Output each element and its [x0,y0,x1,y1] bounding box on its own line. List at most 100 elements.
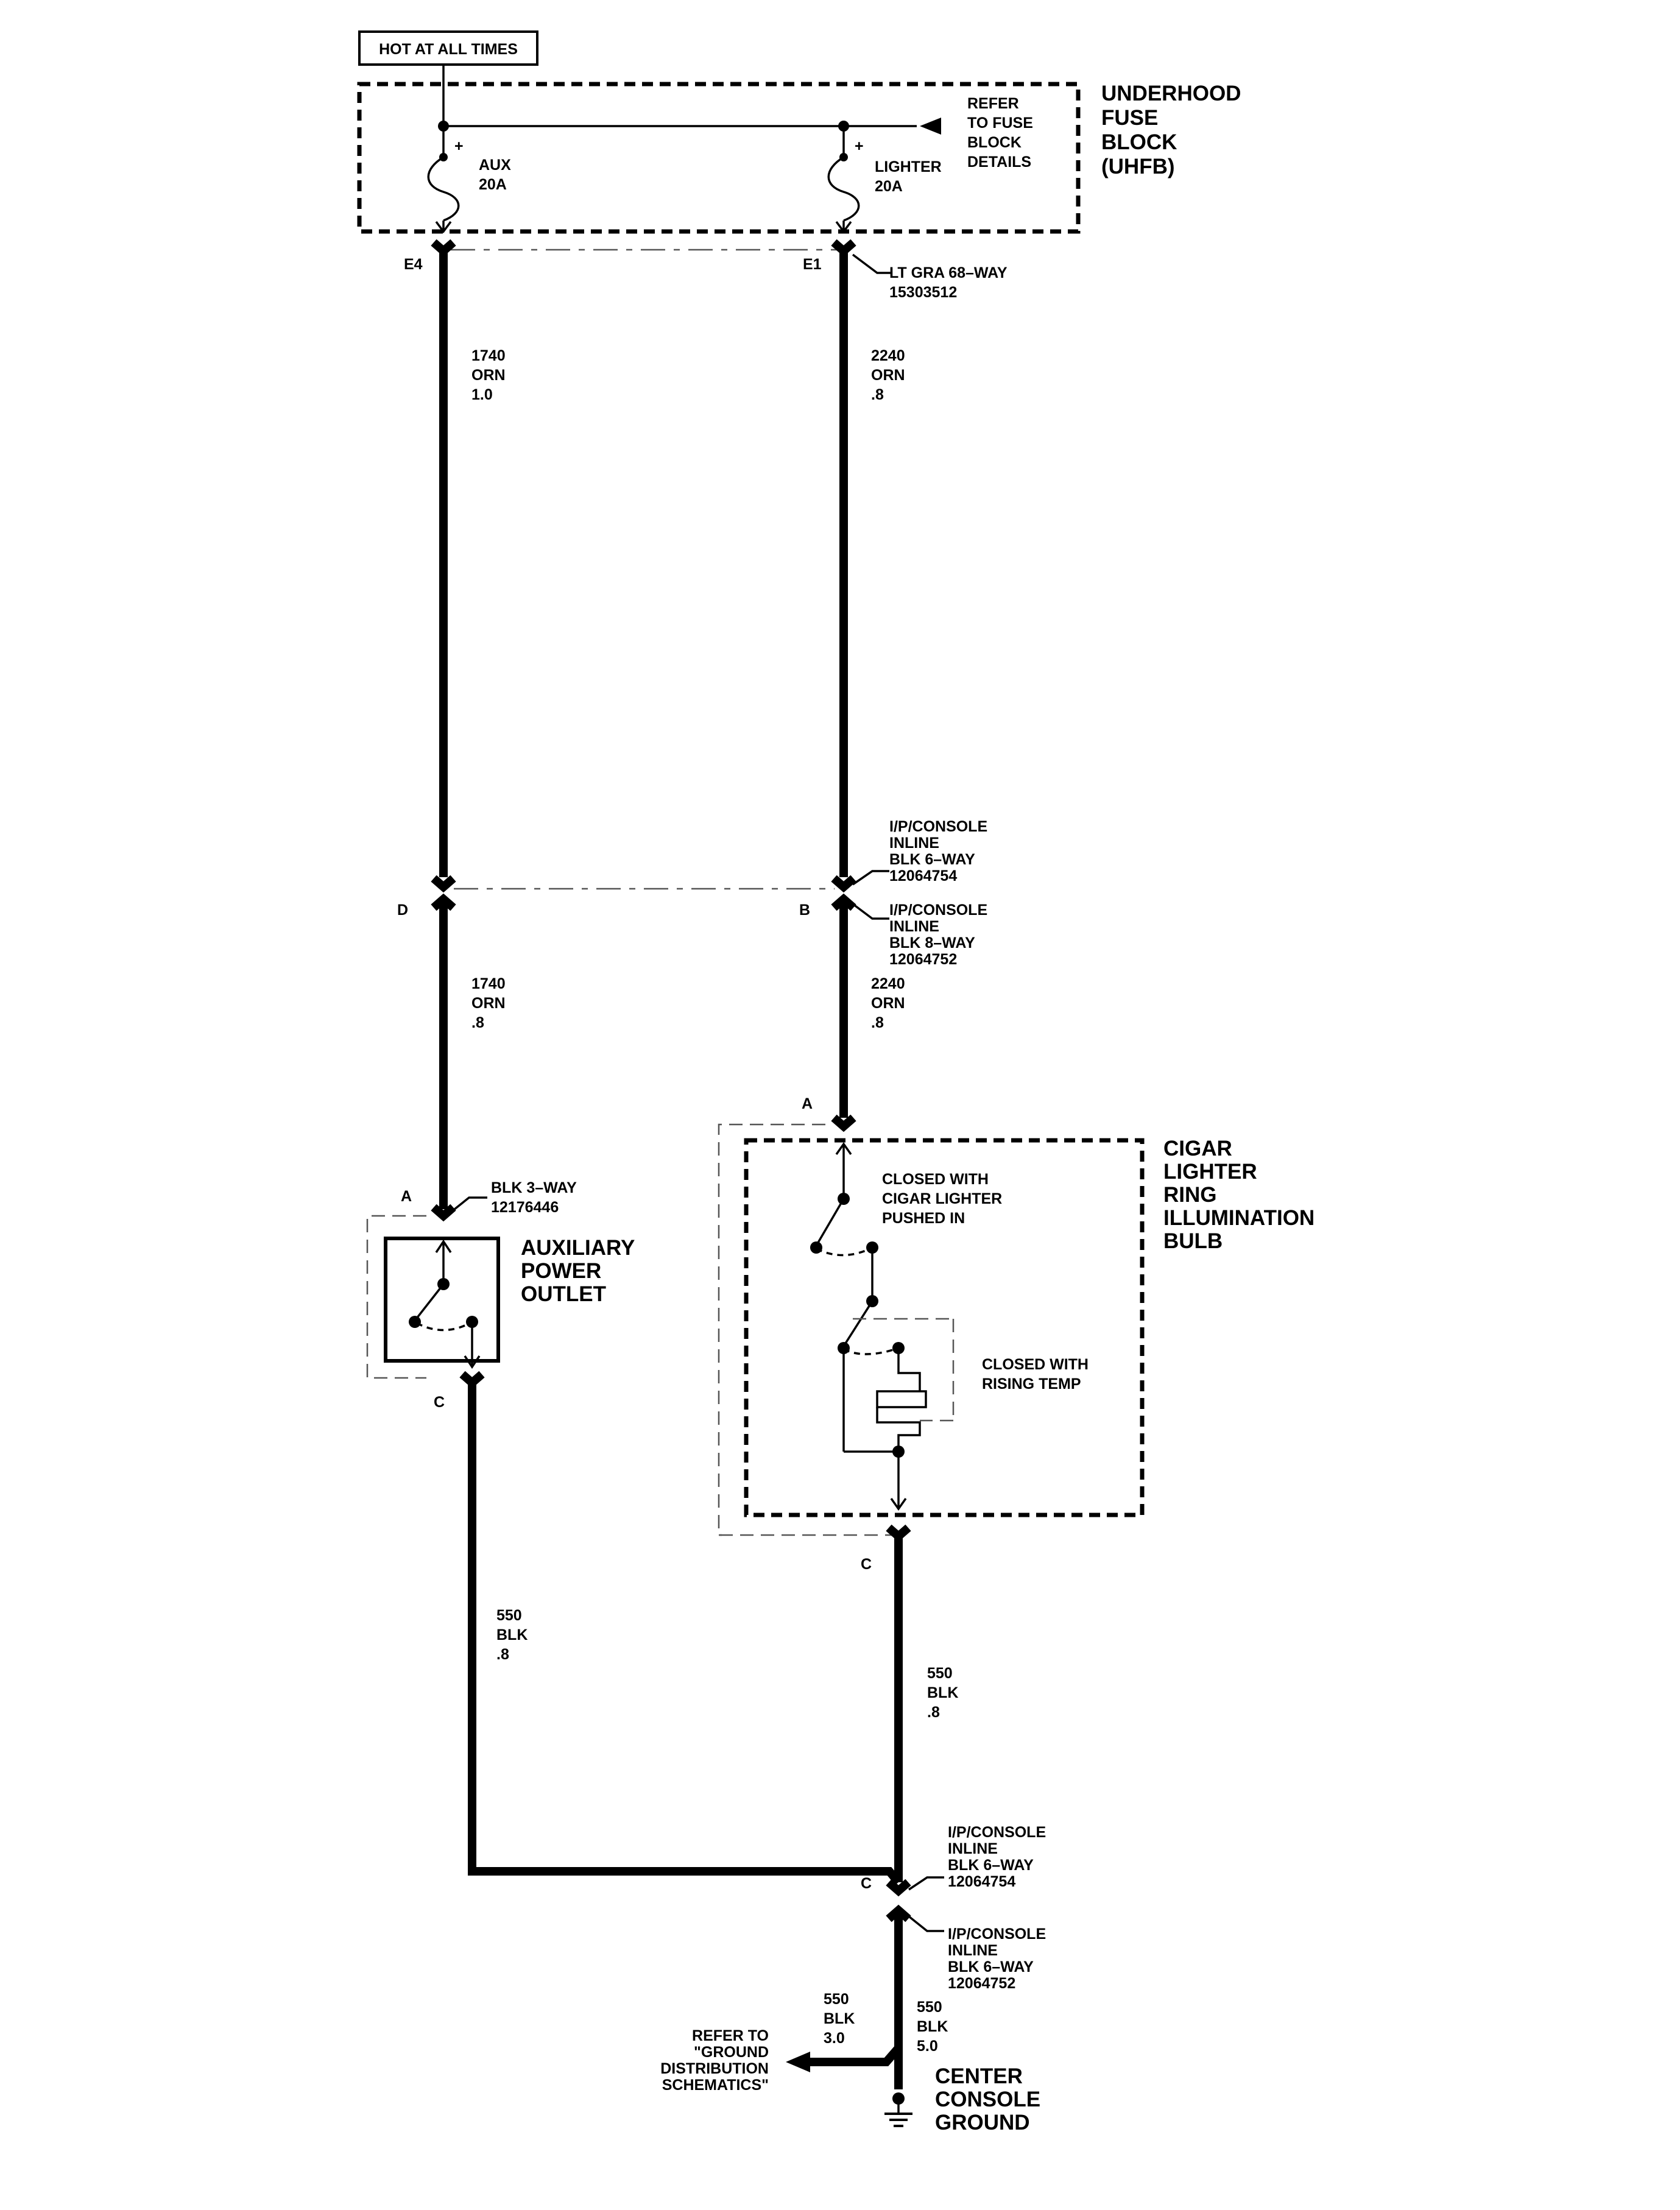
aux-connector-label-1: BLK 3–WAY [491,1179,577,1196]
aux-title-line-3: OUTLET [521,1282,606,1306]
closed-pushed-line-3: PUSHED IN [882,1210,965,1227]
wire-550-branch-circuit: 550 [824,1991,849,2008]
ground-title-line-3: GROUND [935,2111,1030,2134]
ip-upper-8way-label-3: BLK 8–WAY [889,934,975,951]
ground-title: CENTER CONSOLE GROUND [935,2064,1040,2134]
aux-outlet-switch [409,1239,481,1369]
ground-refer-line-1: REFER TO [692,2027,769,2044]
bimetal-element-icon [876,1348,927,1408]
cigar-pin-a: A [802,1095,813,1112]
cigar-title-line-5: BULB [1163,1229,1223,1253]
lighter-fuse-plus: + [855,138,864,155]
uhfb-title-line-1: UNDERHOOD [1101,82,1241,105]
aux-outlet-title: AUXILIARY POWER OUTLET [521,1236,635,1306]
wire-2240-upper-size: .8 [871,386,884,403]
ip-lower-6way-b-label-1: I/P/CONSOLE [948,1926,1046,1943]
wire-550-left [468,1383,902,1885]
wire-550-ground-color: BLK [917,2018,948,2035]
wire-2240-upper-circuit: 2240 [871,347,905,364]
wire-550-left-size: .8 [496,1646,509,1663]
aux-outlet-box [384,1237,500,1363]
cigar-lighter-box [744,1138,1145,1517]
ip-upper-pin-b: B [799,902,810,919]
uhfb-connector-label-2: 15303512 [889,284,957,301]
ip-upper-8way-label-2: INLINE [889,918,939,935]
uhfb-refer-line-3: BLOCK [967,134,1022,151]
uhfb-box [357,82,1081,234]
hot-at-all-times-label: HOT AT ALL TIMES [358,30,538,66]
fuse-icon [827,156,860,222]
ip-upper-pin-d: D [397,902,408,919]
uhfb-title: UNDERHOOD FUSE BLOCK (UHFB) [1101,82,1241,178]
wire-550-left-color: BLK [496,1626,528,1643]
lighter-fuse-rating: 20A [875,178,903,195]
cigar-connector-outline [718,1123,892,1536]
ip-upper-8way-label-1: I/P/CONSOLE [889,902,987,919]
wire-1740-lower-color: ORN [471,995,506,1012]
wire-2240-lower-color: ORN [871,995,905,1012]
ip-lower-6way-a-label-2: INLINE [948,1840,998,1857]
ground-icon [884,2092,912,2127]
uhfb-title-line-3: BLOCK [1101,130,1177,154]
ip-lower-6way-b-label-3: BLK 6–WAY [948,1958,1034,1975]
wire-550-left-circuit: 550 [496,1607,522,1624]
uhfb-title-line-4: (UHFB) [1101,155,1175,178]
wire-550-ground-size: 5.0 [917,2038,938,2055]
cigar-pin-c: C [861,1556,872,1573]
ip-lower-6way-b-label-2: INLINE [948,1942,998,1959]
aux-pin-a: A [401,1188,412,1205]
wire-550-ground-circuit: 550 [917,1999,942,2016]
ground-refer-note: REFER TO "GROUND DISTRIBUTION SCHEMATICS… [660,2027,769,2094]
wire-550-right-color: BLK [927,1684,958,1701]
ground-refer-line-4: SCHEMATICS" [662,2077,769,2094]
ground-refer-arrow-icon [786,2052,810,2072]
lighter-fuse: + LIGHTER 20A [827,126,942,233]
ground-refer-line-2: "GROUND [694,2044,769,2061]
uhfb-pin-e1: E1 [803,256,822,273]
wire-1740-lower-size: .8 [471,1014,484,1031]
closed-pushed-line-1: CLOSED WITH [882,1171,989,1188]
aux-fuse-plus: + [454,138,464,155]
terminal-e1 [831,239,856,257]
wire-1740-upper-circuit: 1740 [471,347,506,364]
wire-1740-upper-color: ORN [471,367,506,384]
ip-lower-6way-a-label-3: BLK 6–WAY [948,1857,1034,1874]
uhfb-refer-line-1: REFER [967,95,1019,112]
aux-connector-label-2: 12176446 [491,1199,559,1216]
uhfb-title-line-2: FUSE [1101,106,1158,130]
ground-refer-line-3: DISTRIBUTION [660,2060,769,2077]
wire-2240-upper-color: ORN [871,367,905,384]
uhfb-pin-e4: E4 [404,256,423,273]
cigar-pushed-in-switch [810,1142,878,1307]
wire-550-ground [807,1912,903,2066]
cigar-rising-temp-switch [838,1301,955,1511]
ip-upper-6way-label-1: I/P/CONSOLE [889,818,987,835]
wire-550-right-size: .8 [927,1704,940,1721]
wire-550-branch-size: 3.0 [824,2030,845,2047]
ip-upper-6way-label-3: BLK 6–WAY [889,851,975,868]
uhfb-refer-line-2: TO FUSE [967,115,1033,132]
hot-at-all-times-text: HOT AT ALL TIMES [379,41,518,58]
cigar-title-line-2: LIGHTER [1163,1160,1257,1184]
ip-upper-6way-label-2: INLINE [889,835,939,852]
aux-fuse-rating: 20A [479,176,507,193]
uhfb-refer-note: REFER TO FUSE BLOCK DETAILS [967,95,1033,171]
cigar-title-line-4: ILLUMINATION [1163,1206,1315,1230]
ip-lower-6way-a-label-1: I/P/CONSOLE [948,1824,1046,1841]
ip-lower-6way-a-label-4: 12064754 [948,1873,1015,1890]
cigar-title-line-1: CIGAR [1163,1137,1232,1160]
ip-lower-6way-b-label-4: 12064752 [948,1975,1015,1992]
cigar-title-line-3: RING [1163,1183,1217,1207]
aux-fuse-name: AUX [479,157,511,174]
wire-550-branch-color: BLK [824,2010,855,2027]
aux-title-line-1: AUXILIARY [521,1236,635,1260]
ground-title-line-2: CONSOLE [935,2088,1040,2111]
closed-pushed-line-2: CIGAR LIGHTER [882,1190,1002,1207]
closed-temp-line-1: CLOSED WITH [982,1356,1089,1373]
lighter-fuse-name: LIGHTER [875,158,942,175]
wire-2240-lower-circuit: 2240 [871,975,905,992]
wire-550-right-circuit: 550 [927,1665,953,1682]
fuse-icon [427,156,460,222]
ip-upper-6way-label-4: 12064754 [889,867,957,884]
